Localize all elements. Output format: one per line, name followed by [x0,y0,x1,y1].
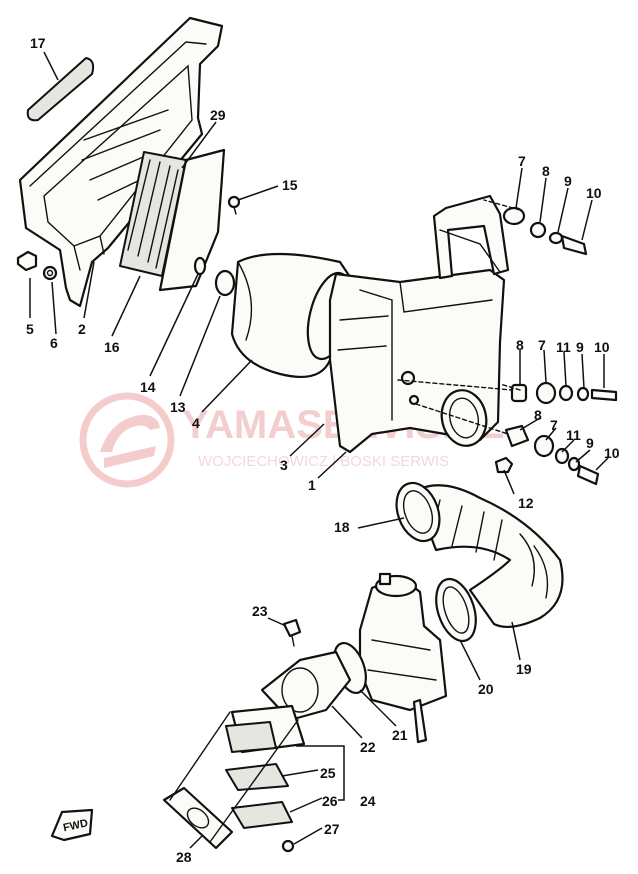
callout-18: 18 [334,519,350,535]
leader-lines [29,51,609,849]
callout-11-low: 11 [566,427,581,443]
callout-12: 12 [518,495,534,511]
callout-8-mid: 8 [516,337,524,353]
callout-21: 21 [392,727,408,743]
callout-1: 1 [308,477,316,493]
part-19-intake-hose [412,484,564,629]
callout-6: 6 [50,335,58,351]
part-14-gasket [158,148,226,292]
callout-27: 27 [324,821,340,837]
part-28-gasket [162,786,234,850]
part-27-screw [281,839,295,853]
callout-3: 3 [280,457,288,473]
callout-7-top: 7 [518,153,526,169]
fwd-label: FWD [62,817,89,834]
callout-29: 29 [210,107,226,123]
callout-23: 23 [252,603,268,619]
watermark-logo-icon [79,392,175,488]
callout-7-low: 7 [550,417,558,433]
callout-26: 26 [322,793,338,809]
callout-28: 28 [176,849,192,865]
callout-5: 5 [26,321,34,337]
fwd-arrow-icon: FWD [50,808,94,842]
callout-10-top: 10 [586,185,602,201]
part-26-reed-stopper [231,801,293,829]
callout-13: 13 [170,399,186,415]
callout-10-low: 10 [604,445,620,461]
callout-25: 25 [320,765,336,781]
assembly-lines [169,199,521,843]
callout-9-mid: 9 [576,339,584,355]
damper-stack-top [502,206,588,256]
callout-9-low: 9 [586,435,594,451]
part-15-screw [227,195,241,215]
part-1-airbox-case [328,268,506,454]
part-2-airbox-cover [18,16,224,308]
callout-10-mid: 10 [594,339,610,355]
part-13-clamp-ring [193,256,236,297]
part-23-bolt [282,618,302,647]
callout-4: 4 [192,415,200,431]
watermark-sub: WOJCIECHOWICZ | BOSKI SERWIS [198,453,449,470]
part-24-reed-valve [225,704,306,754]
part-bracket-top [432,194,510,280]
callout-14: 14 [140,379,156,395]
part-12-nut [494,456,514,474]
callout-8-top: 8 [542,163,550,179]
callout-2: 2 [78,321,86,337]
callout-numbers: 17 29 15 7 8 9 10 5 6 2 16 14 13 4 8 7 1… [26,35,620,865]
callout-22: 22 [360,739,376,755]
callout-24: 24 [360,793,376,809]
callout-20: 20 [478,681,494,697]
damper-stack-middle [510,381,618,405]
part-20-hose-clamp [435,577,477,643]
part-17-emblem [26,57,95,122]
carburetor [358,572,448,744]
callout-15: 15 [282,177,298,193]
callout-17: 17 [30,35,46,51]
part-5-bolt [16,250,38,272]
callout-19: 19 [516,661,532,677]
callout-7-mid: 7 [538,337,546,353]
callout-8-low: 8 [534,407,542,423]
callout-11-mid: 11 [556,339,571,355]
part-6-washer [42,265,58,281]
callout-9-top: 9 [564,173,572,189]
callout-16: 16 [104,339,120,355]
